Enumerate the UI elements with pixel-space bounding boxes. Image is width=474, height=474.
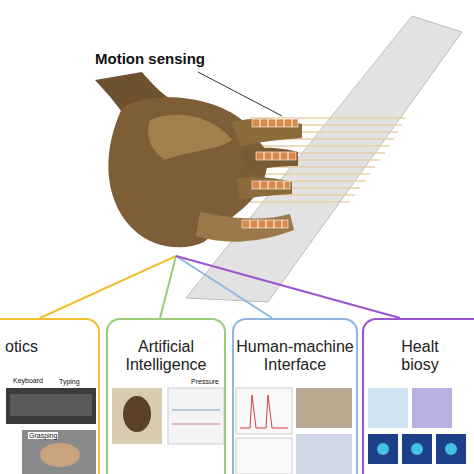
application-panel: Artificial Intelligence [106, 318, 226, 474]
picture-label: Typing [58, 378, 81, 385]
application-panel: Human-machine Interface [232, 318, 358, 474]
application-panel: Healt biosy [362, 318, 474, 474]
branch-lines [40, 256, 400, 318]
application-panel: otics [0, 318, 100, 474]
picture-label: Grasping [28, 432, 58, 439]
hand-illustration [95, 72, 302, 247]
panel-pictures [6, 388, 466, 474]
panel-title: otics [5, 338, 96, 356]
panel-title: Artificial Intelligence [110, 338, 222, 374]
leader-line [198, 72, 282, 116]
callout-label: Motion sensing [95, 50, 205, 67]
panel-title: Healt biosy [392, 338, 448, 374]
picture-label: Pressure [190, 378, 220, 385]
picture-label: Keyboard [12, 377, 44, 384]
panel-title: Human-machine Interface [236, 338, 354, 374]
sensor-strips [242, 119, 298, 228]
sensor-ticks [250, 119, 292, 228]
